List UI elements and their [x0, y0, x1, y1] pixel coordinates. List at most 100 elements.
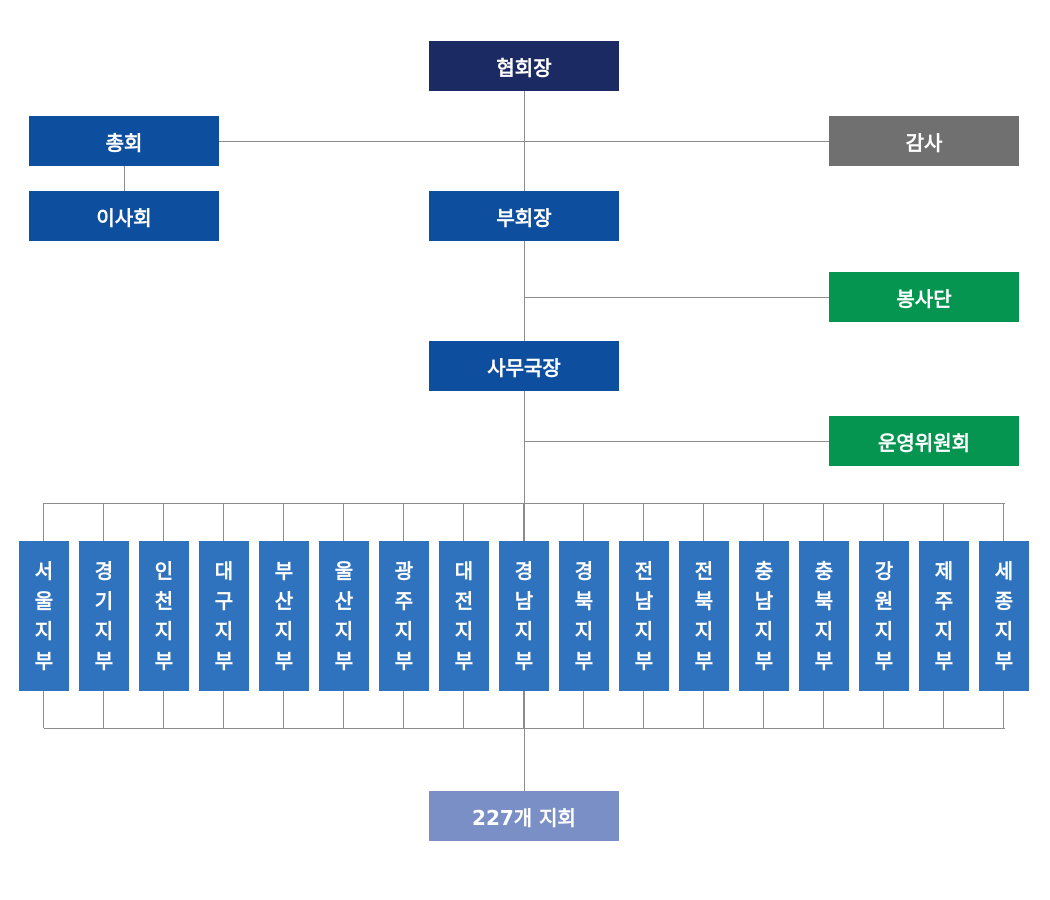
- branch-label-char: 부: [874, 649, 894, 673]
- branch-label-char: 강: [874, 559, 894, 583]
- branch-stub-top: [823, 503, 824, 541]
- branch-stub-top: [1003, 503, 1004, 541]
- branch-label-char: 원: [874, 589, 894, 613]
- branch-label-char: 지: [334, 619, 354, 643]
- branch-label-char: 울: [34, 589, 54, 613]
- branch-label-char: 주: [934, 589, 954, 613]
- branch-label-char: 대: [214, 559, 234, 583]
- branch-stub-top: [883, 503, 884, 541]
- branch-label-char: 지: [934, 619, 954, 643]
- branch-label-char: 지: [214, 619, 234, 643]
- branch-stub-top: [583, 503, 584, 541]
- branch-stub-bottom: [583, 691, 584, 728]
- branch-stub-bottom: [103, 691, 104, 728]
- branch-label-char: 천: [154, 589, 174, 613]
- branch-label-char: 부: [154, 649, 174, 673]
- branch-label-char: 부: [994, 649, 1014, 673]
- branch-label-char: 부: [34, 649, 54, 673]
- branch-label-char: 종: [994, 589, 1014, 613]
- branch-label-char: 부: [814, 649, 834, 673]
- branch-label-char: 지: [274, 619, 294, 643]
- branch-stub-bottom: [403, 691, 404, 728]
- branch-label-char: 부: [454, 649, 474, 673]
- branch-label-char: 북: [574, 589, 594, 613]
- branch-label-char: 울: [334, 559, 354, 583]
- auditor-box: 감사: [829, 116, 1019, 166]
- branch-label-char: 인: [154, 559, 174, 583]
- branch-label-char: 지: [694, 619, 714, 643]
- branch-label-char: 부: [94, 649, 114, 673]
- branch-stub-top: [523, 503, 524, 541]
- branch-label-char: 북: [814, 589, 834, 613]
- branches-bottom-bus: [44, 728, 1005, 729]
- branch-label-char: 충: [814, 559, 834, 583]
- branch-label-char: 지: [34, 619, 54, 643]
- branch-stub-bottom: [643, 691, 644, 728]
- board-box: 이사회: [29, 191, 219, 241]
- branch-label-char: 북: [694, 589, 714, 613]
- branch-label-char: 부: [274, 649, 294, 673]
- branch-stub-bottom: [463, 691, 464, 728]
- branch-stub-bottom: [823, 691, 824, 728]
- branch-stub-top: [223, 503, 224, 541]
- branch-label-char: 지: [394, 619, 414, 643]
- branch-label-char: 지: [874, 619, 894, 643]
- branch-stub-bottom: [1003, 691, 1004, 728]
- branch-stub-bottom: [43, 691, 44, 728]
- branch-stub-top: [643, 503, 644, 541]
- branch-label-char: 부: [754, 649, 774, 673]
- secretary-general-box: 사무국장: [429, 341, 619, 391]
- assembly-board-connector: [124, 166, 125, 191]
- branch-label-char: 대: [454, 559, 474, 583]
- branch-label-char: 부: [634, 649, 654, 673]
- branch-stub-top: [943, 503, 944, 541]
- branch-label-char: 전: [694, 559, 714, 583]
- branch-stub-bottom: [223, 691, 224, 728]
- branch-label-char: 구: [214, 589, 234, 613]
- branch-label-char: 전: [634, 559, 654, 583]
- branch-stub-top: [703, 503, 704, 541]
- branch-label-char: 남: [514, 589, 534, 613]
- branch-stub-bottom: [283, 691, 284, 728]
- branch-label-char: 기: [94, 589, 114, 613]
- branch-label-char: 지: [154, 619, 174, 643]
- branch-label-char: 지: [994, 619, 1014, 643]
- branch-label-char: 부: [394, 649, 414, 673]
- branch-label-char: 주: [394, 589, 414, 613]
- branch-label-char: 산: [334, 589, 354, 613]
- branch-label-char: 지: [814, 619, 834, 643]
- branches-top-bus: [44, 503, 1005, 504]
- branch-label-char: 제: [934, 559, 954, 583]
- branch-label-char: 남: [634, 589, 654, 613]
- branch-stub-bottom: [163, 691, 164, 728]
- branch-stub-top: [763, 503, 764, 541]
- branch-label-char: 지: [514, 619, 534, 643]
- chapters-total-box: 227개 지회: [429, 791, 619, 841]
- general-assembly-box: 총회: [29, 116, 219, 166]
- branch-label-char: 광: [394, 559, 414, 583]
- branch-stub-bottom: [763, 691, 764, 728]
- branch-label-char: 경: [574, 559, 594, 583]
- volunteer-corps-box: 봉사단: [829, 272, 1019, 322]
- branch-stub-top: [283, 503, 284, 541]
- branch-label-char: 부: [694, 649, 714, 673]
- assembly-auditor-connector: [219, 141, 829, 142]
- branch-stub-top: [43, 503, 44, 541]
- branch-label-char: 부: [934, 649, 954, 673]
- branch-label-char: 남: [754, 589, 774, 613]
- branch-stub-top: [463, 503, 464, 541]
